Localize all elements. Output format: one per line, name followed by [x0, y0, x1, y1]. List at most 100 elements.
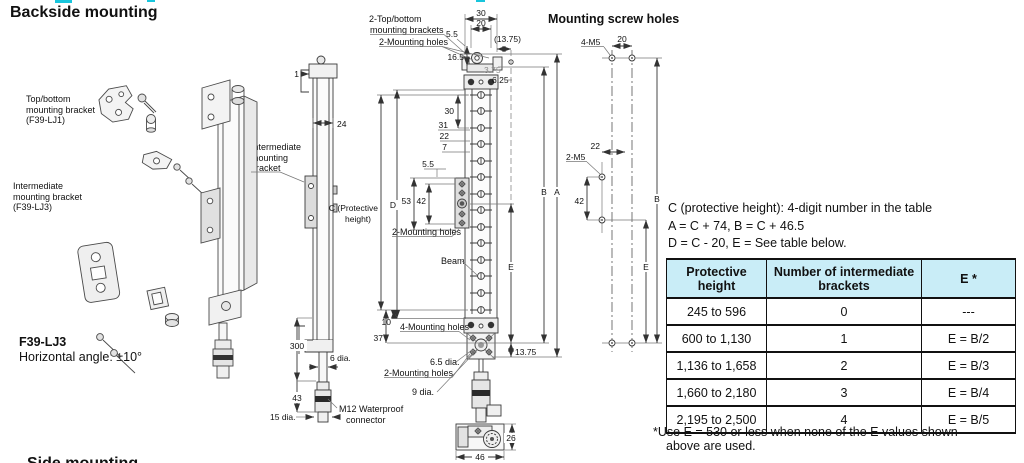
sideview-bracket-label-line3: bracket	[251, 163, 281, 173]
col-protective-height: Protective height	[666, 258, 767, 299]
label-mid-mounting-holes: 2-Mounting holes	[392, 227, 462, 237]
sideview-bracket-label-line1: Intermediate	[251, 142, 302, 152]
dim-top-gap: 1	[294, 69, 299, 79]
m12-connector-label-line2: connector	[346, 415, 386, 425]
dim-width-30: 30	[476, 8, 486, 18]
formula-line3: D = C - 20, E = See table below.	[668, 236, 847, 250]
dim-o37: 37	[374, 333, 384, 343]
cell-e-formula: E = B/2	[921, 324, 1016, 353]
dim-off-375: 3.75	[484, 65, 501, 75]
front-view-dimensions: 30 20 2-Top/bottom mounting brackets 2-M…	[329, 8, 563, 397]
page-title: Backside mounting	[10, 4, 158, 21]
table-row: 1,136 to 1,658 2 E = B/3	[666, 351, 1016, 380]
dim-connector-43: 43	[292, 393, 302, 403]
intermediate-bracket-label-line2: mounting bracket	[13, 191, 83, 202]
dim-off-625: 6.25	[492, 75, 509, 85]
dim-cable-300: 300	[290, 341, 304, 351]
dim-o22: 22	[440, 131, 450, 141]
table-row: 1,660 to 2,180 3 E = B/4	[666, 378, 1016, 407]
screw-holes-drawing: 20 4-M5 22 2-M5 42 B E	[566, 34, 663, 352]
model-number: F39-LJ3	[19, 335, 67, 349]
top-bracket-label-line3: (F39-LJ1)	[26, 115, 66, 125]
footnote-line1: *Use E = 530 or less when none of the E …	[653, 425, 958, 439]
dim-E: E	[508, 262, 514, 272]
dim-c-protective-2: height)	[345, 214, 371, 224]
table-row: 245 to 596 0 ---	[666, 297, 1016, 326]
dim-b42: 42	[417, 196, 427, 206]
footnote-line2: above are used.	[666, 438, 756, 453]
cell-height-range: 1,136 to 1,658	[666, 351, 767, 380]
dim-A: A	[554, 187, 560, 197]
dim-screw-20: 20	[617, 34, 627, 44]
dim-b1375: 13.75	[515, 347, 537, 357]
intermediate-bracket-label: Intermediate mounting bracket (F39-LJ3)	[13, 181, 82, 213]
bottom-view-drawing: 26 46	[455, 404, 519, 462]
dim-paren-1375: (13.75)	[494, 34, 521, 44]
cell-e-formula: E = B/3	[921, 351, 1016, 380]
cell-e-formula: E = B/5	[921, 405, 1016, 434]
formula-line1: C (protective height): 4-digit number in…	[668, 201, 933, 215]
dim-off-55-top: 5.5	[446, 29, 458, 39]
front-view-drawing	[454, 52, 514, 423]
dim-c-protective-1: C (Protective	[329, 203, 378, 213]
col-e-value: E *	[921, 258, 1016, 299]
table-footnote: *Use E = 530 or less when none of the E …	[653, 425, 958, 453]
cell-bracket-count: 2	[766, 351, 922, 380]
formula-line2: A = C + 74, B = C + 46.5	[668, 218, 805, 233]
cell-height-range: 245 to 596	[666, 297, 767, 326]
side-view-dimensions: 1 24 300 43 6 dia. 15 dia. M12 Waterproo…	[251, 69, 404, 425]
label-top-brackets-2: mounting brackets	[370, 25, 444, 35]
m12-connector-label-line1: M12 Waterproof	[339, 404, 404, 414]
dim-o7: 7	[442, 142, 447, 152]
dim-D: D	[390, 200, 396, 210]
label-2-m5: 2-M5	[566, 152, 586, 162]
bracket-table: Protective height Number of intermediate…	[666, 258, 1016, 434]
dimension-formulas: C (protective height): 4-digit number in…	[668, 200, 932, 253]
dim-width-20: 20	[476, 18, 486, 28]
dim-bottom-26: 26	[506, 433, 516, 443]
cell-height-range: 600 to 1,130	[666, 324, 767, 353]
side-view-drawing	[298, 55, 338, 423]
col-intermediate-brackets: Number of intermediate brackets	[766, 258, 922, 299]
cell-bracket-count: 3	[766, 378, 922, 407]
dim-screw-B: B	[654, 194, 660, 204]
mounting-screw-holes-heading: Mounting screw holes	[548, 12, 680, 26]
dim-screw-42: 42	[575, 196, 585, 206]
sideview-bracket-label: Intermediate mounting bracket	[251, 142, 301, 174]
table-row: 600 to 1,130 1 E = B/2	[666, 324, 1016, 353]
top-bracket-label: Top/bottom mounting bracket (F39-LJ1)	[26, 94, 95, 126]
intermediate-bracket-label-line3: (F39-LJ3)	[13, 202, 53, 212]
dim-b53: 53	[402, 196, 412, 206]
cell-e-formula: ---	[921, 297, 1016, 326]
cell-height-range: 1,660 to 2,180	[666, 378, 767, 407]
label-top-mounting-holes: 2-Mounting holes	[379, 37, 449, 47]
clipped-text-fragment	[476, 0, 485, 2]
next-section-title: Side mounting	[27, 455, 138, 463]
top-bracket-label-line1: Top/bottom	[26, 94, 71, 104]
dim-screw-E: E	[643, 262, 649, 272]
label-4-m5: 4-M5	[581, 37, 601, 47]
label-dia-65: 6.5 dia.	[430, 357, 460, 367]
cell-bracket-count: 0	[766, 297, 922, 326]
top-bracket-label-line2: mounting bracket	[26, 104, 96, 115]
clipped-text-fragment	[55, 0, 72, 3]
dim-depth-24: 24	[337, 119, 347, 129]
dim-o31: 31	[439, 120, 449, 130]
table-header-row: Protective height Number of intermediate…	[666, 258, 1016, 299]
label-top-brackets-1: 2-Top/bottom	[369, 14, 422, 24]
label-4-mounting-holes: 4-Mounting holes	[400, 322, 470, 332]
next-section-heading-clipped: Side mounting	[27, 455, 138, 463]
sideview-bracket-label-line2: mounting	[251, 152, 289, 163]
clipped-text-fragment	[147, 0, 155, 2]
dim-B: B	[541, 187, 547, 197]
cell-height-range: 2,195 to 2,500	[666, 405, 767, 434]
label-beam: Beam	[441, 256, 465, 266]
exploded-view-drawing	[77, 79, 258, 379]
dim-screw-22: 22	[591, 141, 601, 151]
cell-bracket-count: 1	[766, 324, 922, 353]
dim-off-165: 16.5	[447, 52, 464, 62]
dim-bottom-46: 46	[475, 452, 485, 462]
label-bottom-2-mounting-holes: 2-Mounting holes	[384, 368, 454, 378]
